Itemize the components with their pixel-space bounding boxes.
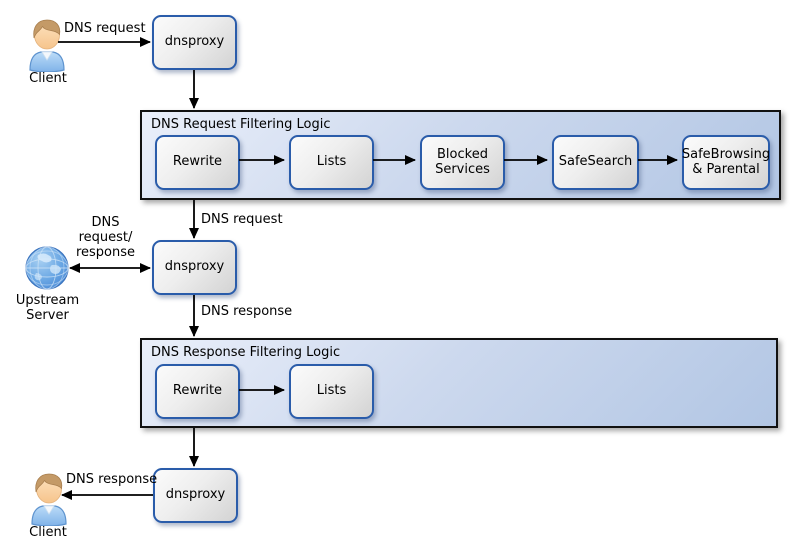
step-blocked-services: Blocked Services — [420, 135, 505, 190]
label-dns-request-top: DNS request — [64, 21, 146, 36]
step-safebrowsing-parental: SafeBrowsing & Parental — [682, 135, 770, 190]
dnsproxy-top-node: dnsproxy — [152, 15, 237, 70]
client-bottom-icon — [31, 473, 67, 526]
request-filtering-title: DNS Request Filtering Logic — [151, 117, 331, 132]
step-rewrite-response: Rewrite — [155, 364, 240, 419]
client-bottom-label: Client — [29, 525, 67, 540]
label-dns-request-response: DNS request/ response — [75, 215, 136, 260]
step-safesearch: SafeSearch — [552, 135, 639, 190]
label-dns-response-bottom: DNS response — [66, 472, 158, 487]
step-lists-request: Lists — [289, 135, 374, 190]
request-filtering-container: DNS Request Filtering Logic Rewrite List… — [140, 110, 781, 200]
client-top-label: Client — [29, 71, 67, 86]
step-rewrite-request: Rewrite — [155, 135, 240, 190]
label-dns-response-mid: DNS response — [201, 304, 293, 319]
dnsproxy-mid-node: dnsproxy — [152, 240, 237, 295]
step-lists-response: Lists — [289, 364, 374, 419]
response-filtering-container: DNS Response Filtering Logic Rewrite Lis… — [140, 338, 778, 428]
dnsproxy-bottom-node: dnsproxy — [153, 468, 238, 523]
response-filtering-title: DNS Response Filtering Logic — [151, 345, 341, 360]
label-dns-request-mid: DNS request — [201, 212, 283, 227]
client-icon — [29, 19, 65, 72]
upstream-server-icon — [25, 246, 69, 290]
upstream-server-label: Upstream Server — [15, 293, 80, 323]
